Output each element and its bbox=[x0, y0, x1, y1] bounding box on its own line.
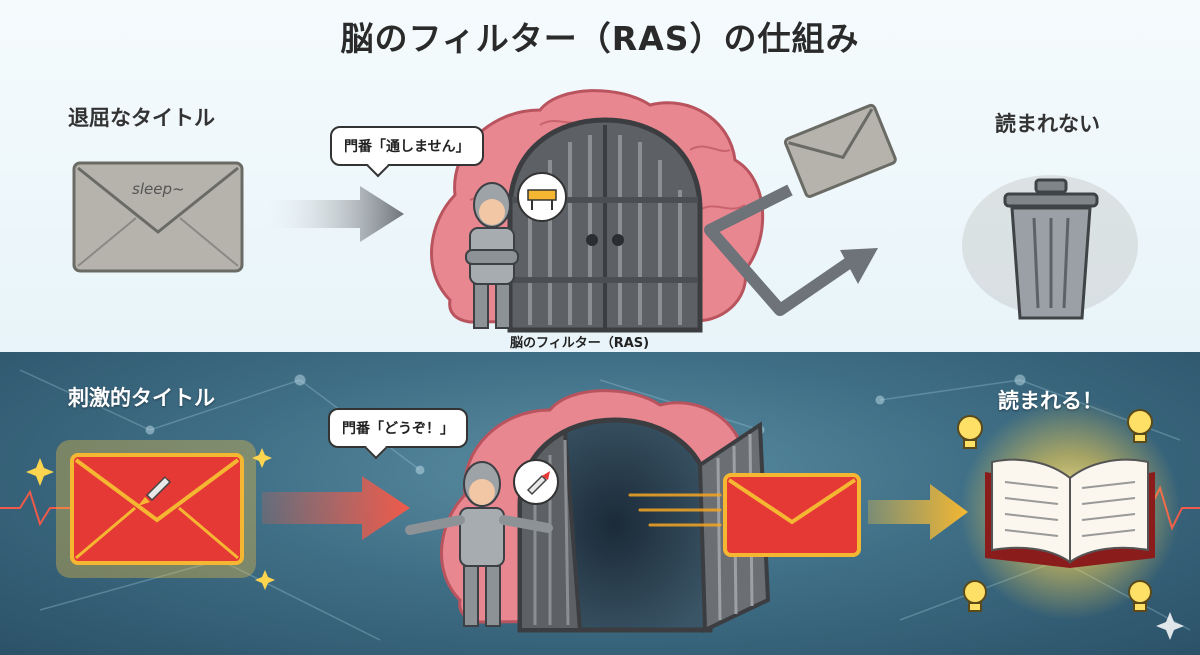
guard-icon bbox=[465, 182, 519, 329]
arrow-to-book bbox=[868, 484, 968, 540]
bounce-path bbox=[704, 184, 854, 316]
pulse-line-left bbox=[0, 489, 70, 527]
guard-icon bbox=[405, 461, 553, 627]
read-label: 読まれる！ bbox=[998, 389, 1103, 413]
book-icon bbox=[985, 458, 1155, 568]
barrier-icon bbox=[517, 172, 567, 222]
filter-caption: 脳のフィルター（RAS) bbox=[510, 336, 650, 351]
envelope-icon bbox=[70, 453, 244, 565]
envelope-icon bbox=[723, 473, 861, 557]
page-title: 脳のフィルター（RAS）の仕組み bbox=[340, 19, 860, 58]
lightbulb-icon bbox=[957, 409, 1153, 612]
guard-speech-deny: 門番「通しません」 bbox=[330, 126, 484, 166]
trash-icon bbox=[962, 175, 1138, 320]
envelope-sleep-text: sleep~ bbox=[132, 180, 185, 198]
arrow-to-gate bbox=[262, 186, 404, 242]
sparkle-icon bbox=[1156, 612, 1184, 640]
rocket-icon bbox=[138, 470, 175, 506]
envelope-icon bbox=[72, 161, 244, 273]
rocket-bubble bbox=[513, 459, 559, 505]
flying-envelope-icon bbox=[783, 103, 897, 198]
boring-title-label: 退屈なタイトル bbox=[68, 106, 215, 130]
gate-icon bbox=[507, 117, 703, 333]
exciting-title-label: 刺激的タイトル bbox=[68, 386, 215, 410]
sparkle-icon bbox=[26, 448, 275, 590]
speed-streaks bbox=[628, 493, 722, 527]
arrow-to-gate bbox=[262, 476, 410, 540]
guard-speech-allow: 門番「どうぞ！」 bbox=[328, 408, 468, 448]
not-read-label: 読まれない bbox=[995, 112, 1100, 136]
